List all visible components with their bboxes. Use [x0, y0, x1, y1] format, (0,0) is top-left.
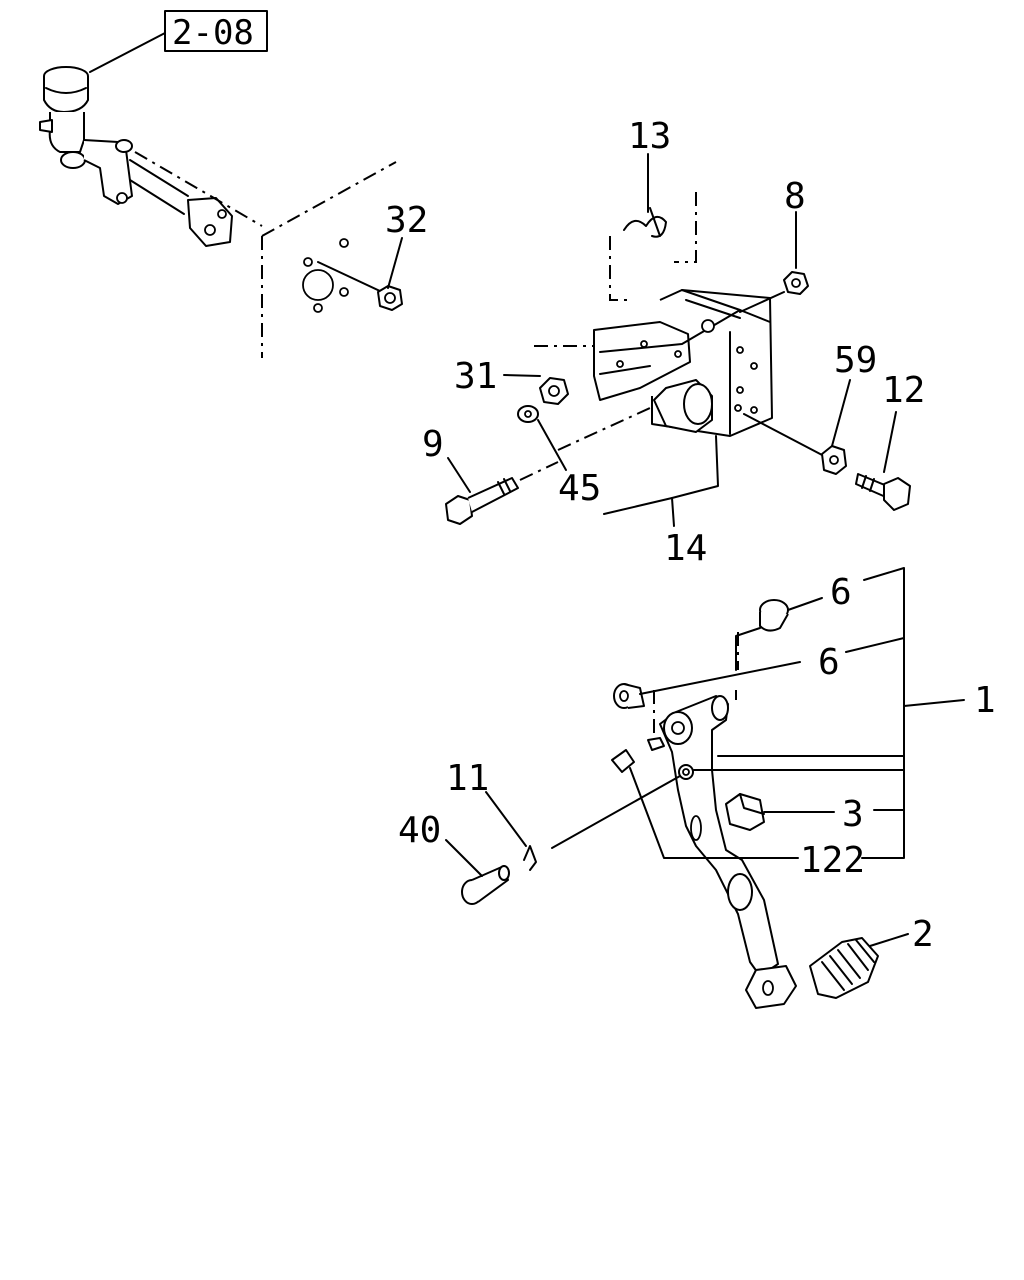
pedal-pad-2[interactable]	[809, 937, 879, 999]
nut-31[interactable]	[539, 377, 569, 405]
bushing-6-upper[interactable]	[759, 599, 789, 632]
cotter-pin-11[interactable]	[523, 845, 537, 871]
nut-59[interactable]	[821, 445, 847, 475]
callout-6-lower: 6	[818, 642, 840, 683]
callout-14: 14	[664, 528, 707, 569]
callout-3: 3	[842, 794, 864, 835]
callout-59: 59	[834, 340, 877, 381]
callout-11: 11	[446, 758, 489, 799]
clevis-pin-40[interactable]	[461, 865, 510, 905]
stopper-pad-3[interactable]	[725, 793, 765, 831]
reference-box-label: 2-08	[172, 13, 254, 53]
bolt-12[interactable]	[855, 473, 911, 511]
collar-45[interactable]	[517, 405, 539, 423]
callout-31: 31	[454, 356, 497, 397]
callout-13: 13	[628, 116, 671, 157]
callout-45: 45	[558, 468, 601, 509]
master-cylinder	[39, 66, 263, 247]
nut-8[interactable]	[783, 271, 809, 295]
clutch-pedal	[647, 632, 797, 1009]
callout-12: 12	[882, 370, 925, 411]
callout-2: 2	[912, 914, 934, 955]
clip-122[interactable]	[611, 749, 635, 773]
callout-32: 32	[385, 200, 428, 241]
pedal-bracket	[534, 192, 825, 457]
callout-8: 8	[784, 176, 806, 217]
callout-40: 40	[398, 810, 441, 851]
callout-6-upper: 6	[830, 572, 852, 613]
bolt-9[interactable]	[445, 477, 519, 525]
callout-9: 9	[422, 424, 444, 465]
callout-1: 1	[974, 680, 996, 721]
nut-32[interactable]	[377, 285, 403, 311]
firewall-panel	[261, 161, 397, 358]
reference-box-2-08[interactable]: 2-08	[164, 10, 268, 53]
callout-122: 122	[800, 840, 865, 881]
bushing-6-lower[interactable]	[613, 683, 645, 709]
